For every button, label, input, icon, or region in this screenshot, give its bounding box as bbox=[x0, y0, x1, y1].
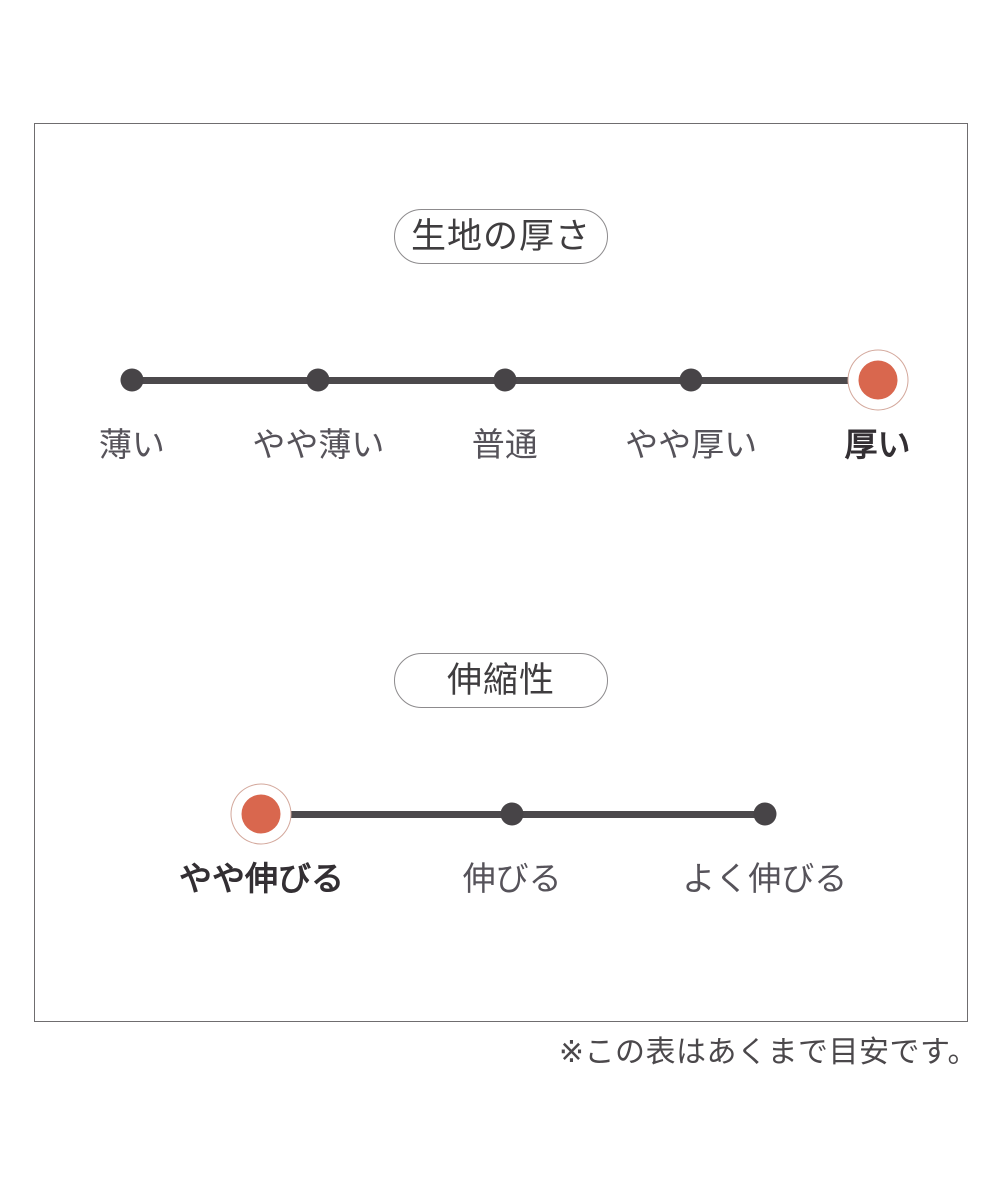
section-title-stretch-label: 伸縮性 bbox=[446, 661, 555, 700]
thickness-node-3[interactable] bbox=[493, 368, 517, 392]
stretch-label-3: よく伸びる bbox=[682, 860, 848, 897]
thickness-node-4[interactable] bbox=[679, 368, 703, 392]
thickness-label-5-selected: 厚い bbox=[844, 426, 911, 463]
stretch-label-1-selected: やや伸びる bbox=[178, 860, 344, 897]
stretch-node-2[interactable] bbox=[500, 802, 524, 826]
thickness-label-2: やや薄い bbox=[252, 426, 385, 463]
footnote-disclaimer: ※この表はあくまで目安です。 bbox=[558, 1036, 978, 1069]
stretch-node-1-selected[interactable] bbox=[241, 794, 281, 834]
thickness-node-2[interactable] bbox=[306, 368, 330, 392]
thickness-label-1: 薄い bbox=[98, 426, 165, 463]
thickness-node-1[interactable] bbox=[120, 368, 144, 392]
fabric-spec-card: 生地の厚さ 薄い やや薄い 普通 やや厚い 厚い 伸縮性 やや伸びる 伸びる よ… bbox=[34, 123, 968, 1022]
stretch-node-3[interactable] bbox=[753, 802, 777, 826]
thickness-label-3: 普通 bbox=[471, 426, 538, 463]
section-title-thickness: 生地の厚さ bbox=[394, 209, 608, 264]
section-title-stretch: 伸縮性 bbox=[394, 653, 608, 708]
thickness-node-5-selected[interactable] bbox=[858, 360, 898, 400]
thickness-label-4: やや厚い bbox=[625, 426, 758, 463]
section-title-thickness-label: 生地の厚さ bbox=[410, 217, 591, 256]
stretch-label-2: 伸びる bbox=[462, 860, 562, 897]
